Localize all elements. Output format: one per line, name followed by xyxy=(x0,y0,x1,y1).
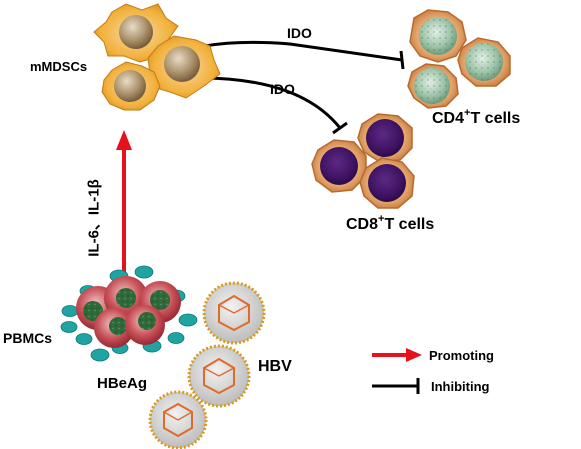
hbv-label: HBV xyxy=(258,358,292,375)
cd8-t-cell-cluster xyxy=(311,113,415,209)
cd4-t-cell xyxy=(407,63,459,109)
inhibition-arrow-cd8 xyxy=(199,76,348,135)
mmdsc-cell xyxy=(101,61,161,111)
pbmc-cluster xyxy=(60,265,198,362)
cd4-t-cell xyxy=(409,9,467,63)
pbmc-cell xyxy=(139,281,181,323)
cd4-label-suffix: T cells xyxy=(470,110,521,127)
legend-promoting-swatch xyxy=(372,348,422,362)
cd8-label-superscript: + xyxy=(378,213,385,225)
legend-inhibiting-swatch xyxy=(372,378,420,394)
hbv-particle xyxy=(148,390,208,449)
cd8-label-prefix: CD8 xyxy=(346,216,379,233)
cd4-t-cell-cluster xyxy=(407,9,511,109)
cd4-label-prefix: CD4 xyxy=(432,110,465,127)
pbmc-cell xyxy=(94,308,134,348)
cd4-label-superscript: + xyxy=(464,107,471,119)
cd8-t-cell xyxy=(311,139,367,193)
cd4-t-cell xyxy=(457,37,511,87)
legend-promoting-label: Promoting xyxy=(429,348,494,363)
pbmcs-label: PBMCs xyxy=(3,330,53,346)
ido-label-cd8: IDO xyxy=(270,81,295,97)
legend-inhibiting-label: Inhibiting xyxy=(431,379,490,394)
hbv-particle xyxy=(202,281,266,345)
cd8-t-cell xyxy=(359,157,415,209)
mmdsc-cell xyxy=(147,35,221,99)
cd4-t-cells-label: CD4+T cells xyxy=(432,108,520,127)
inhibition-arrow-cd4 xyxy=(204,40,405,70)
mmdsc-cluster xyxy=(93,3,221,111)
cd8-t-cells-label: CD8+T cells xyxy=(346,214,434,233)
cytokines-label: IL-6、IL-1β xyxy=(85,179,103,257)
ido-label-cd4: IDO xyxy=(287,25,312,41)
promoting-arrow-cytokines xyxy=(116,130,132,282)
mmdsc-label: mMDSCs xyxy=(30,59,88,74)
cd8-label-suffix: T cells xyxy=(384,216,435,233)
hbv-particle xyxy=(187,344,251,408)
hbeag-label: HBeAg xyxy=(97,375,148,392)
pbmc-cell xyxy=(125,305,165,345)
cd8-t-cell xyxy=(357,113,413,163)
